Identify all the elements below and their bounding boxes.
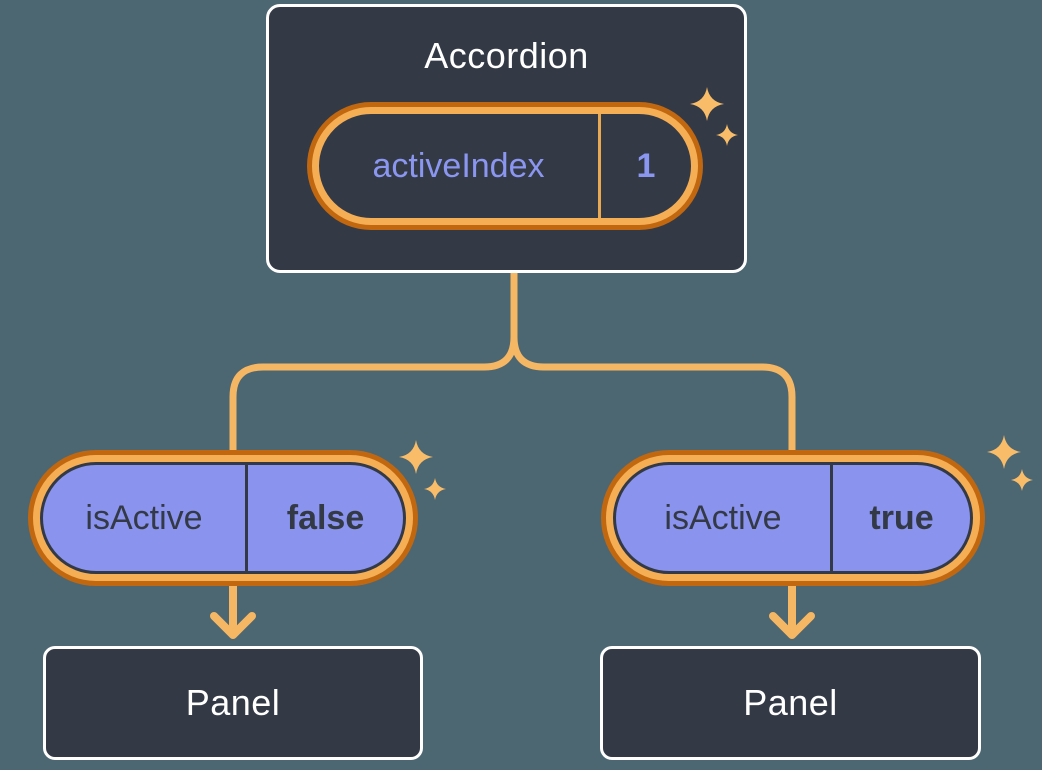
connector-root-to-left: [229, 271, 518, 460]
sparkles-icon: [399, 440, 446, 500]
state-value: 1: [636, 146, 656, 185]
arrow-right-head: [769, 612, 815, 639]
panel-title-left: Panel: [185, 682, 281, 723]
accordion-node: Accordion activeIndex 1: [266, 4, 747, 273]
prop-pill-left-divider: [245, 465, 248, 571]
accordion-title: Accordion: [424, 35, 589, 76]
state-name: activeIndex: [372, 146, 545, 185]
prop-pill-right-divider: [830, 465, 833, 571]
panel-node-left: Panel: [43, 646, 423, 760]
panel-title-right: Panel: [743, 682, 838, 723]
state-pill-divider: [598, 114, 601, 218]
arrow-left-head: [210, 612, 256, 639]
connector-root-to-right: [510, 271, 796, 460]
prop-name-left: isActive: [85, 498, 203, 537]
state-pill: activeIndex 1: [312, 107, 698, 225]
sparkles-icon: [987, 435, 1033, 491]
panel-node-right: Panel: [600, 646, 981, 760]
prop-pill-right: isActive true: [613, 462, 973, 574]
prop-pill-left: isActive false: [40, 462, 406, 574]
prop-value-left: false: [286, 498, 365, 537]
prop-value-right: true: [869, 498, 934, 537]
prop-name-right: isActive: [664, 498, 782, 537]
